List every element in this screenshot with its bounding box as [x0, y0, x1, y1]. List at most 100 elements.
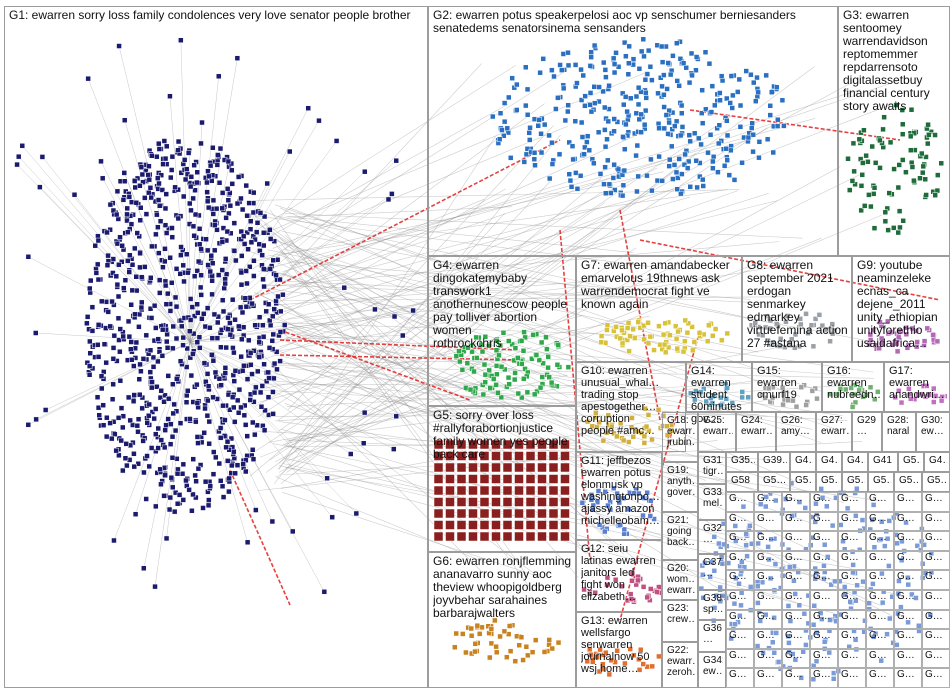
graph-edge — [45, 341, 191, 411]
graph-node — [905, 619, 911, 626]
graph-node — [858, 207, 864, 214]
graph-node — [89, 328, 96, 334]
graph-node — [172, 427, 179, 434]
graph-edge — [154, 341, 191, 587]
graph-node — [756, 154, 762, 161]
graph-node — [605, 502, 611, 509]
tiny-group-cell: G… — [866, 511, 894, 532]
graph-node — [212, 222, 218, 228]
graph-node — [787, 618, 794, 624]
graph-node — [246, 337, 252, 344]
graph-node — [827, 617, 833, 623]
graph-node — [863, 152, 869, 159]
graph-node — [187, 183, 194, 190]
graph-node — [220, 308, 227, 315]
graph-node — [95, 354, 102, 360]
graph-node — [755, 583, 761, 590]
graph-node — [877, 319, 883, 325]
graph-edge — [180, 40, 191, 343]
tiny-group-cell: G… — [810, 629, 838, 649]
graph-node — [116, 261, 122, 268]
group-g16-label: G16: ewarren nubreedn… — [827, 365, 881, 401]
graph-node — [656, 125, 662, 132]
graph-edge — [274, 384, 855, 422]
graph-node — [225, 326, 231, 332]
graph-edge — [254, 346, 482, 572]
graph-edge — [280, 198, 485, 283]
graph-node — [257, 389, 264, 396]
tiny-group-cell: G… — [894, 550, 922, 571]
graph-node — [229, 394, 236, 400]
graph-node — [879, 599, 886, 606]
graph-node — [229, 181, 236, 187]
graph-node — [643, 423, 650, 430]
graph-node — [699, 87, 705, 93]
graph-node — [187, 296, 194, 302]
graph-node — [606, 82, 612, 89]
graph-node — [179, 323, 185, 330]
graph-node — [247, 218, 254, 224]
graph-node — [872, 160, 879, 166]
group-g37: G37: … — [698, 554, 726, 590]
graph-node — [622, 660, 628, 667]
graph-node — [703, 106, 709, 113]
graph-node — [644, 71, 651, 77]
graph-node — [662, 320, 668, 326]
graph-node — [523, 64, 529, 71]
graph-node — [717, 598, 724, 604]
graph-node — [543, 334, 549, 341]
graph-node — [479, 485, 490, 496]
graph-node — [896, 208, 903, 214]
graph-node — [765, 544, 771, 550]
graph-node — [560, 462, 570, 473]
graph-node — [134, 230, 141, 236]
tiny-group-cell: G… — [810, 609, 838, 630]
graph-node — [101, 341, 108, 347]
graph-node — [244, 212, 250, 219]
graph-node — [165, 373, 172, 379]
graph-node — [201, 430, 207, 436]
graph-node — [219, 297, 226, 303]
graph-node — [610, 175, 617, 181]
graph-node — [853, 513, 859, 519]
graph-node — [133, 200, 140, 206]
graph-node — [812, 316, 819, 322]
graph-node — [905, 581, 911, 588]
graph-node — [600, 437, 607, 444]
graph-node — [723, 145, 730, 152]
graph-node — [525, 508, 536, 519]
graph-node — [151, 302, 158, 309]
graph-node — [274, 366, 280, 373]
group-g16: G16: ewarren nubreedn… — [822, 362, 884, 412]
graph-node — [505, 374, 512, 381]
graph-node — [606, 671, 613, 678]
graph-node — [468, 439, 478, 450]
graph-node — [231, 378, 238, 384]
graph-edge — [143, 341, 191, 569]
graph-node — [204, 412, 211, 419]
group-g17-label: G17: ewarren anandwri… — [889, 365, 945, 401]
graph-node — [521, 159, 528, 165]
graph-node — [903, 519, 909, 526]
graph-node — [206, 173, 212, 180]
graph-node — [723, 396, 730, 402]
graph-node — [852, 399, 859, 406]
graph-node — [724, 118, 730, 124]
group-g4x-a-label: G4… — [795, 455, 813, 466]
graph-node — [595, 129, 602, 136]
graph-node — [493, 649, 500, 656]
group-g5x-h-label: G5… — [927, 475, 947, 486]
tiny-group-cell: G… — [866, 550, 894, 571]
graph-node — [548, 379, 555, 386]
graph-edge — [269, 127, 768, 461]
graph-node — [191, 232, 197, 239]
graph-node — [124, 211, 130, 218]
graph-node — [732, 621, 738, 627]
node-layer — [14, 36, 948, 683]
graph-node — [537, 451, 547, 461]
graph-node — [850, 562, 856, 568]
graph-node — [156, 203, 163, 209]
graph-node — [129, 262, 136, 268]
graph-node — [588, 492, 595, 498]
tiny-group-cell: G… — [838, 511, 866, 532]
